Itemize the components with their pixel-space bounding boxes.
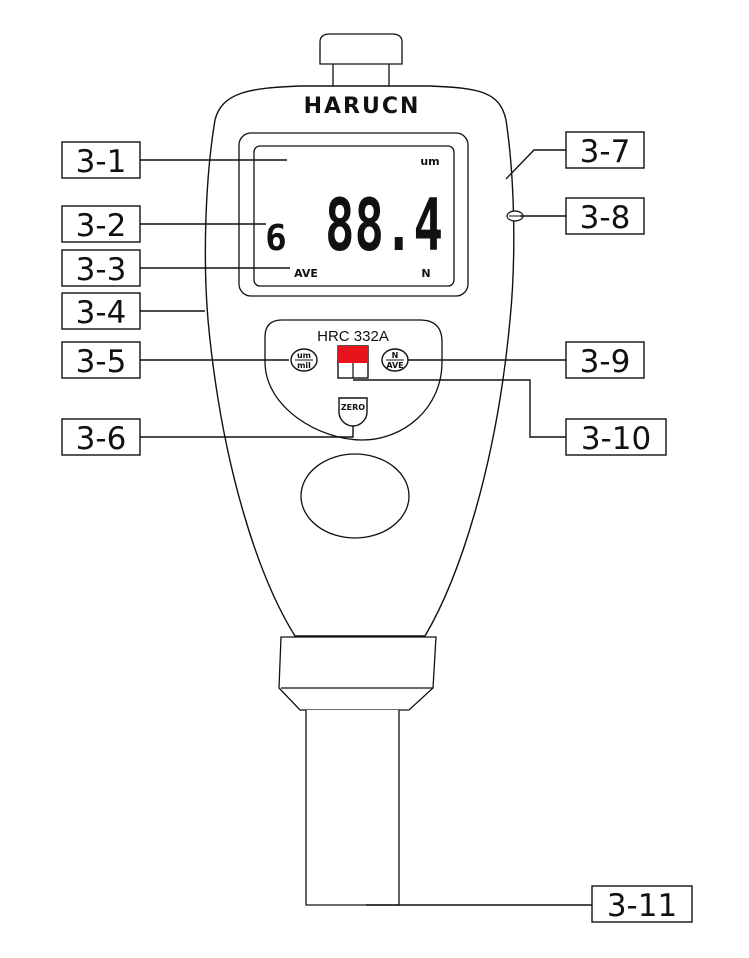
callout-3-8-label: 3-8 bbox=[580, 200, 631, 236]
callout-3-5: 3-5 bbox=[61, 341, 141, 380]
probe bbox=[305, 710, 400, 906]
callout-3-3: 3-3 bbox=[61, 249, 141, 288]
callout-3-2: 3-2 bbox=[61, 205, 141, 244]
mode-toggle-button[interactable]: N AVE bbox=[381, 348, 409, 372]
callout-3-1: 3-1 bbox=[61, 141, 141, 180]
unit-button-bottom-label: mil bbox=[297, 361, 311, 370]
lower-collar bbox=[278, 636, 437, 711]
callout-3-4: 3-4 bbox=[61, 292, 141, 331]
model-label: HRC 332A bbox=[317, 328, 389, 345]
callout-3-4-label: 3-4 bbox=[76, 295, 127, 331]
oval-window bbox=[300, 453, 410, 539]
callout-3-7: 3-7 bbox=[565, 131, 645, 170]
lcd-screen bbox=[253, 145, 455, 287]
zero-button[interactable]: ZERO bbox=[338, 397, 368, 427]
callout-3-10-label: 3-10 bbox=[581, 421, 651, 457]
callout-3-5-label: 3-5 bbox=[76, 344, 127, 380]
leader-lines bbox=[139, 149, 592, 906]
lcd-mode-right: N bbox=[421, 267, 430, 280]
callout-3-7-label: 3-7 bbox=[580, 134, 631, 170]
callout-3-1-label: 3-1 bbox=[76, 144, 127, 180]
callout-3-6: 3-6 bbox=[61, 418, 141, 457]
callout-3-10: 3-10 bbox=[565, 418, 667, 457]
unit-button-top-label: um bbox=[297, 351, 311, 360]
top-knob bbox=[319, 33, 403, 86]
callout-3-9: 3-9 bbox=[565, 341, 645, 380]
callout-3-9-label: 3-9 bbox=[580, 344, 631, 380]
callout-3-3-label: 3-3 bbox=[76, 252, 127, 288]
lcd-unit-label: um bbox=[420, 155, 439, 168]
mode-button-top-label: N bbox=[392, 351, 399, 360]
callout-3-6-label: 3-6 bbox=[76, 421, 127, 457]
lcd-mode-left: AVE bbox=[294, 267, 318, 280]
zero-button-label: ZERO bbox=[341, 403, 365, 412]
power-button[interactable] bbox=[337, 345, 369, 379]
lcd-count-digit: 6 bbox=[265, 218, 287, 259]
unit-toggle-button[interactable]: um mil bbox=[290, 348, 318, 372]
callout-3-11: 3-11 bbox=[591, 885, 693, 924]
callout-3-8: 3-8 bbox=[565, 197, 645, 236]
brand-logo: HARUCN bbox=[304, 94, 421, 119]
mode-button-bottom-label: AVE bbox=[386, 361, 403, 370]
callout-3-2-label: 3-2 bbox=[76, 208, 127, 244]
lcd-reading: 88.4 bbox=[325, 183, 443, 267]
callout-3-11-label: 3-11 bbox=[607, 888, 677, 924]
